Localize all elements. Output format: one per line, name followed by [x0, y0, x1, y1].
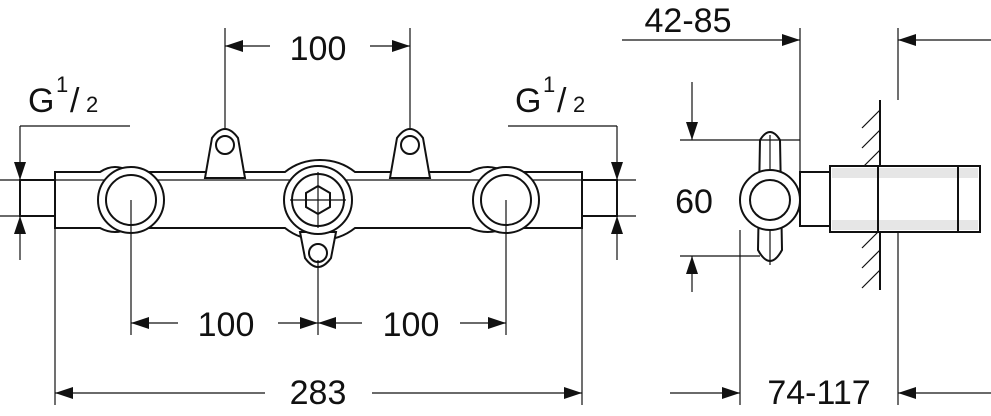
arrow-left-b — [300, 317, 318, 329]
arrow-thread-right-bottom — [611, 216, 623, 234]
thread-right-slash: / — [557, 82, 567, 120]
arrow-overall-left — [55, 387, 73, 399]
arrow-right-a — [318, 317, 336, 329]
arrow-thread-right-top — [611, 162, 623, 180]
arrow-depth-top-left — [782, 34, 800, 46]
side-view: 42-85 74-117 60 — [622, 2, 991, 412]
arrow-depth-bottom-right — [898, 387, 916, 399]
arrow-depth-bottom-left — [722, 387, 740, 399]
arrow-top-right — [392, 40, 410, 52]
side-port-inner — [749, 179, 791, 221]
right-lug-hole — [400, 135, 420, 155]
left-pipe-stub — [19, 179, 56, 217]
dim-depth-top: 42-85 — [645, 2, 732, 40]
thread-right-numerator: 1 — [543, 72, 555, 97]
side-connector — [799, 171, 831, 227]
arrow-overall-right — [564, 387, 582, 399]
arrow-top-left — [225, 40, 243, 52]
arrow-height-top — [686, 122, 698, 140]
thread-label-left: G 1 / 2 — [28, 72, 98, 120]
dim-left-spacing: 100 — [198, 306, 255, 344]
thread-label-right: G 1 / 2 — [515, 72, 585, 120]
right-pipe-stub — [581, 179, 618, 217]
thread-left-denominator: 2 — [86, 92, 98, 117]
dim-right-spacing: 100 — [383, 306, 440, 344]
dim-overall-length: 283 — [290, 374, 347, 412]
front-view: 100 100 100 283 G 1 / — [0, 28, 636, 412]
arrow-left-a — [131, 317, 149, 329]
arrow-height-bottom — [686, 256, 698, 274]
thread-left-base: G — [28, 82, 54, 120]
side-port-outer — [739, 169, 801, 231]
dim-top-spacing: 100 — [290, 30, 347, 68]
left-lug-hole — [215, 135, 235, 155]
dim-depth-bottom: 74-117 — [767, 374, 870, 412]
arrow-right-b — [488, 317, 506, 329]
thread-right-denominator: 2 — [573, 92, 585, 117]
thread-right-base: G — [515, 82, 541, 120]
side-body-shade-bottom — [832, 220, 978, 230]
thread-left-numerator: 1 — [56, 72, 68, 97]
arrow-thread-left-top — [14, 162, 26, 180]
thread-left-slash: / — [70, 82, 80, 120]
side-body-shade-top — [832, 168, 978, 178]
arrow-thread-left-bottom — [14, 216, 26, 234]
bottom-mounting-lug — [298, 231, 338, 268]
dim-height: 60 — [675, 183, 713, 221]
arrow-depth-top-right — [898, 34, 916, 46]
